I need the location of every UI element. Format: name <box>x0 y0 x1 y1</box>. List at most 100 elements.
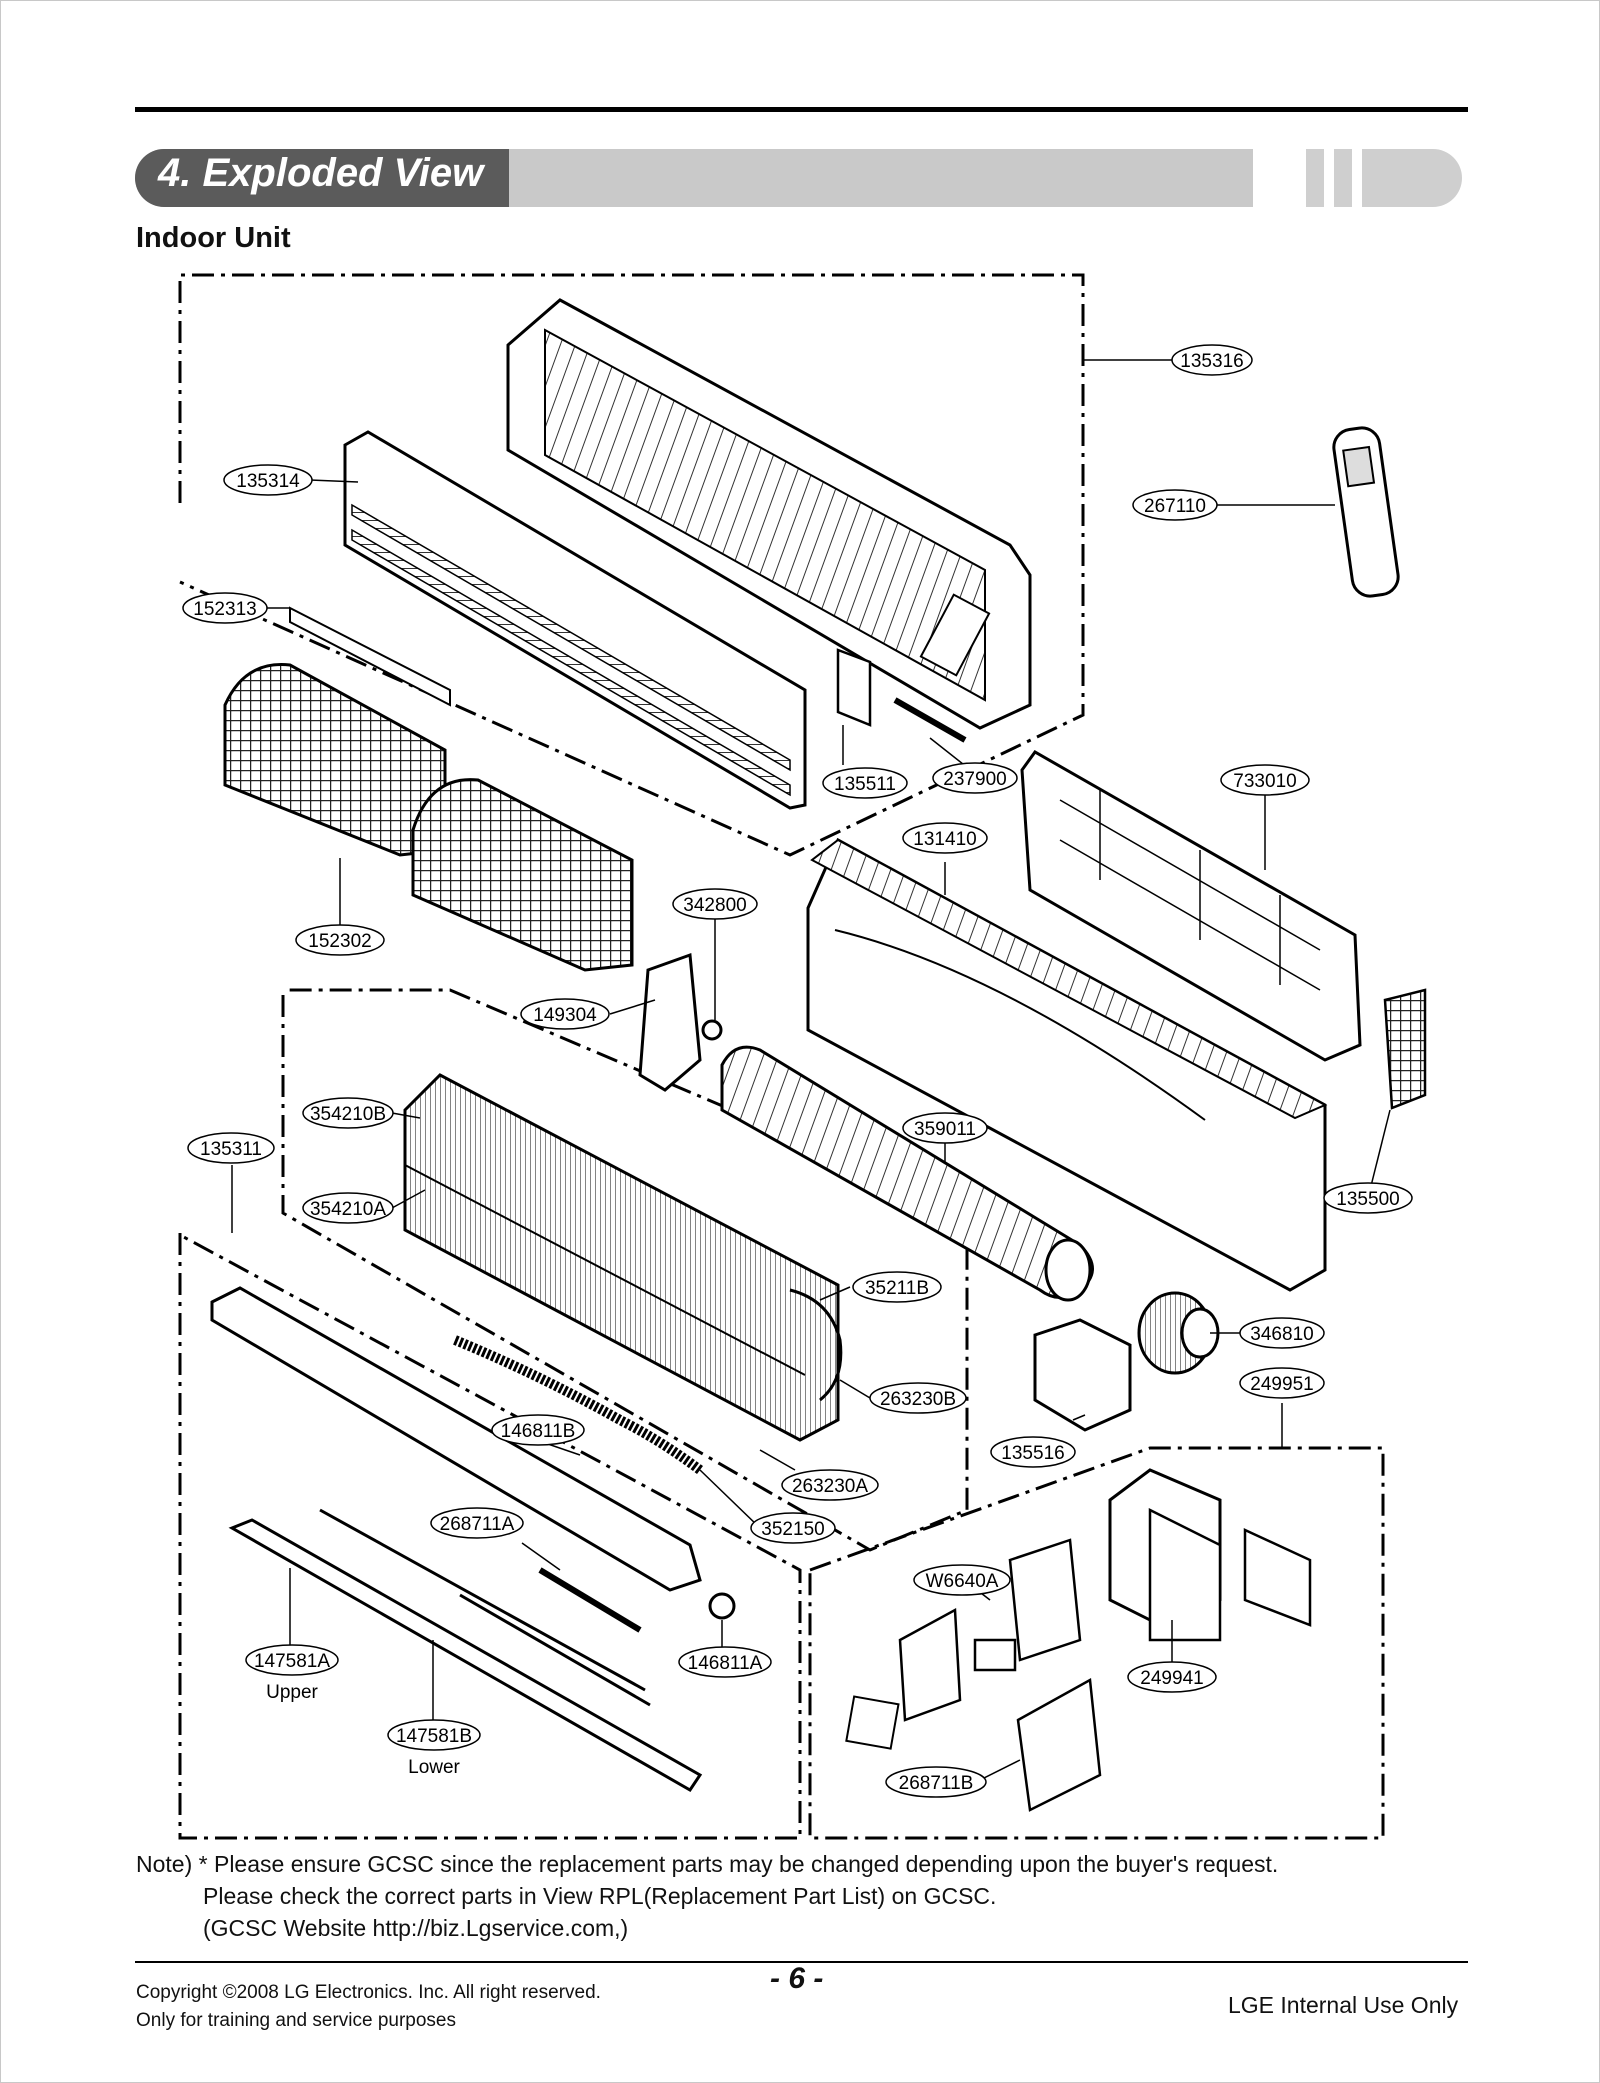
cross-flow-fan-359011 <box>720 1045 1094 1302</box>
callout-label: 135316 <box>1180 351 1243 372</box>
callout-135314: 135314 <box>223 464 313 496</box>
footer-copyright: Copyright ©2008 LG Electronics. Inc. All… <box>136 1982 601 2003</box>
top-rule <box>135 107 1468 112</box>
callout-label: 342800 <box>683 895 746 916</box>
bearing-342800 <box>701 1019 723 1041</box>
installation-plate-733010 <box>1020 750 1362 1062</box>
evaporator-354210 <box>403 1073 843 1442</box>
callout-label: 249951 <box>1250 1374 1313 1395</box>
callout-label: 268711B <box>899 1773 974 1794</box>
note-line-3: (GCSC Website http://biz.Lgservice.com,) <box>203 1915 629 1941</box>
callout-label: 359011 <box>914 1119 976 1140</box>
callout-733010: 733010 <box>1220 764 1310 796</box>
callout-label: 268711A <box>440 1514 515 1535</box>
callout-label: 263230B <box>880 1389 956 1410</box>
callout-135516: 135516 <box>990 1436 1076 1468</box>
page-number: - 6 - <box>770 1962 824 1995</box>
callout-354210A: 354210A <box>302 1192 394 1224</box>
callout-label: 146811B <box>501 1421 576 1442</box>
callout-label: 152302 <box>308 931 371 952</box>
callout-249951: 249951 <box>1239 1367 1325 1399</box>
group-boundaries <box>178 273 1385 1840</box>
callout-135511: 135511 <box>822 767 908 799</box>
note-line-2: Please check the correct parts in View R… <box>203 1883 997 1909</box>
header-stripe-decoration <box>1362 149 1462 207</box>
callout-146811A: 146811A <box>678 1646 772 1678</box>
cable-237900 <box>893 697 967 743</box>
callout-354210B: 354210B <box>302 1097 394 1129</box>
callout-label: 249941 <box>1140 1668 1203 1689</box>
callout-152302: 152302 <box>295 924 385 956</box>
vane-motor-268711A <box>538 1567 642 1633</box>
motor-346810 <box>1137 1291 1220 1375</box>
callout-268711B: 268711B <box>885 1766 987 1798</box>
callout-131410: 131410 <box>902 822 988 854</box>
bearing-holder-149304 <box>638 952 702 1092</box>
callout-237900: 237900 <box>932 762 1018 794</box>
callout-146811B: 146811B <box>491 1414 585 1446</box>
callout-label: 131410 <box>913 829 976 850</box>
diagram-subtitle: Indoor Unit <box>136 222 291 254</box>
callout-249941: 249941 <box>1127 1661 1217 1693</box>
control-box-parts <box>845 1468 1312 1812</box>
callout-W6640A: W6640A <box>913 1564 1011 1596</box>
callout-label: 147581B <box>396 1726 472 1747</box>
callout-342800: 342800 <box>672 888 758 920</box>
callout-135311: 135311 <box>187 1132 275 1164</box>
evaporator-group-boundary <box>281 988 969 1552</box>
callout-359011: 359011 <box>902 1112 988 1144</box>
callout-label: 733010 <box>1233 771 1296 792</box>
drain-hose-352150 <box>453 1335 703 1475</box>
drain-pan-135311 <box>210 1286 702 1592</box>
section-title-highlight <box>135 149 509 207</box>
callout-135500: 135500 <box>1323 1182 1413 1214</box>
louvers-147581 <box>228 1508 703 1792</box>
callout-label: 263230A <box>792 1476 868 1497</box>
callout-label: 135311 <box>200 1139 262 1160</box>
front-panel-135314 <box>343 430 807 810</box>
drain-pan-group-boundary <box>178 1233 802 1840</box>
callout-352150: 352150 <box>750 1512 836 1544</box>
callout-label: 267110 <box>1144 496 1206 517</box>
callout-268711A: 268711A <box>430 1507 524 1539</box>
bottom-rule <box>135 1961 1468 1963</box>
footer-training-notice: Only for training and service purposes <box>136 2010 456 2031</box>
callout-267110: 267110 <box>1132 489 1218 521</box>
callout-346810: 346810 <box>1239 1317 1325 1349</box>
callout-label: 346810 <box>1250 1324 1313 1345</box>
callout-label: 237900 <box>943 769 1006 790</box>
callout-label: 135516 <box>1001 1443 1064 1464</box>
filter-strip-152313 <box>289 606 451 707</box>
remote-control-267110 <box>1332 426 1400 598</box>
control-box-group-boundary <box>808 1446 1385 1840</box>
callout-135316: 135316 <box>1171 344 1253 376</box>
vane-motor-146811A <box>708 1592 736 1620</box>
front-grille-135316 <box>506 298 1032 730</box>
callout-label: 135511 <box>834 774 896 795</box>
callout-35211B: 35211B <box>852 1271 942 1303</box>
header-stripe-decoration <box>1334 149 1352 207</box>
section-title: 4. Exploded View <box>158 151 484 195</box>
callout-label: 352150 <box>761 1519 824 1540</box>
callout-149304: 149304 <box>520 998 610 1030</box>
callout-147581B: 147581B <box>387 1719 481 1751</box>
callout-label: W6640A <box>926 1571 999 1592</box>
front-panel-group-boundary <box>178 273 1085 857</box>
callout-147581A: 147581A <box>245 1644 339 1676</box>
callout-label: 147581A <box>254 1651 330 1672</box>
callout-label: 354210B <box>310 1104 386 1125</box>
callout-152313: 152313 <box>182 592 268 624</box>
control-cover-135511 <box>836 648 872 727</box>
note-line-1: Note) * Please ensure GCSC since the rep… <box>136 1851 1279 1877</box>
callout-label: 354210A <box>310 1199 386 1220</box>
callout-label: 135314 <box>236 471 300 492</box>
callout-label: 146811A <box>688 1653 763 1674</box>
callout-label: 149304 <box>533 1005 597 1026</box>
chassis-131410 <box>806 837 1328 1292</box>
callout-label: 135500 <box>1336 1189 1399 1210</box>
side-bracket-135500 <box>1383 988 1427 1110</box>
air-filters-152302 <box>223 663 634 972</box>
footer-internal-use: LGE Internal Use Only <box>1228 1992 1459 2018</box>
callout-263230A: 263230A <box>781 1469 879 1501</box>
